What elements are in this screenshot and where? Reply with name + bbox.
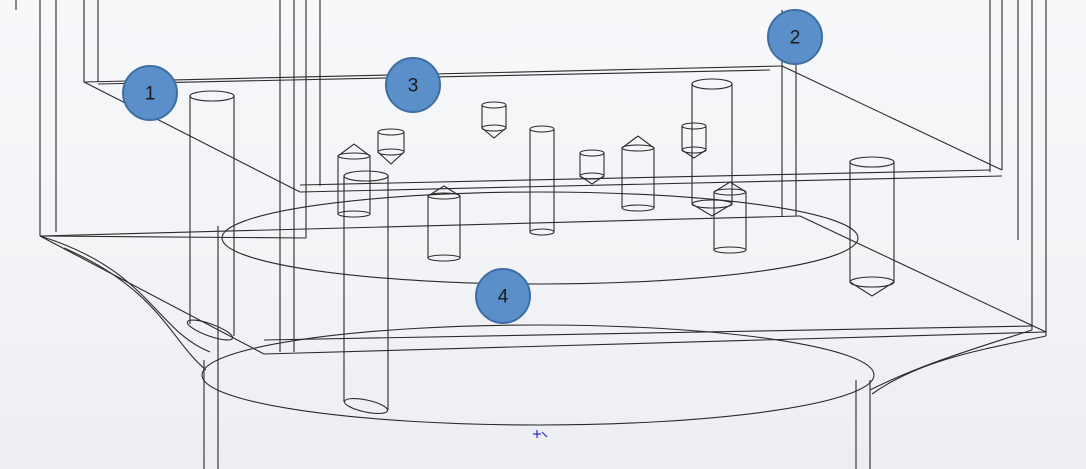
callout-4: 4 [475, 268, 531, 324]
pin-k [849, 156, 895, 297]
pin-c [481, 101, 507, 139]
pin-g [681, 122, 707, 159]
callout-4-label: 4 [498, 287, 509, 308]
cylinder-lower-left [343, 170, 389, 414]
pin-j [713, 181, 747, 254]
upper-ellipse [221, 191, 859, 285]
outer-frame [15, 0, 1047, 395]
callout-2: 2 [767, 9, 823, 65]
cylinder-left-long [186, 90, 235, 341]
cursor-crosshair-icon [533, 430, 548, 438]
middle-plate [39, 215, 1047, 355]
pin-i [427, 185, 461, 262]
pin-b [377, 128, 405, 165]
upper-box [83, 0, 1003, 193]
lower-ellipse [201, 324, 875, 426]
pin-d [529, 125, 555, 236]
callout-1-label: 1 [145, 84, 156, 105]
callout-1: 1 [122, 65, 178, 121]
pin-e [579, 149, 605, 185]
pin-a [337, 143, 371, 218]
pin-f [621, 135, 655, 212]
callout-2-label: 2 [790, 28, 801, 49]
callout-3-label: 3 [408, 76, 419, 97]
callout-3: 3 [385, 57, 441, 113]
pin-h [691, 78, 733, 217]
